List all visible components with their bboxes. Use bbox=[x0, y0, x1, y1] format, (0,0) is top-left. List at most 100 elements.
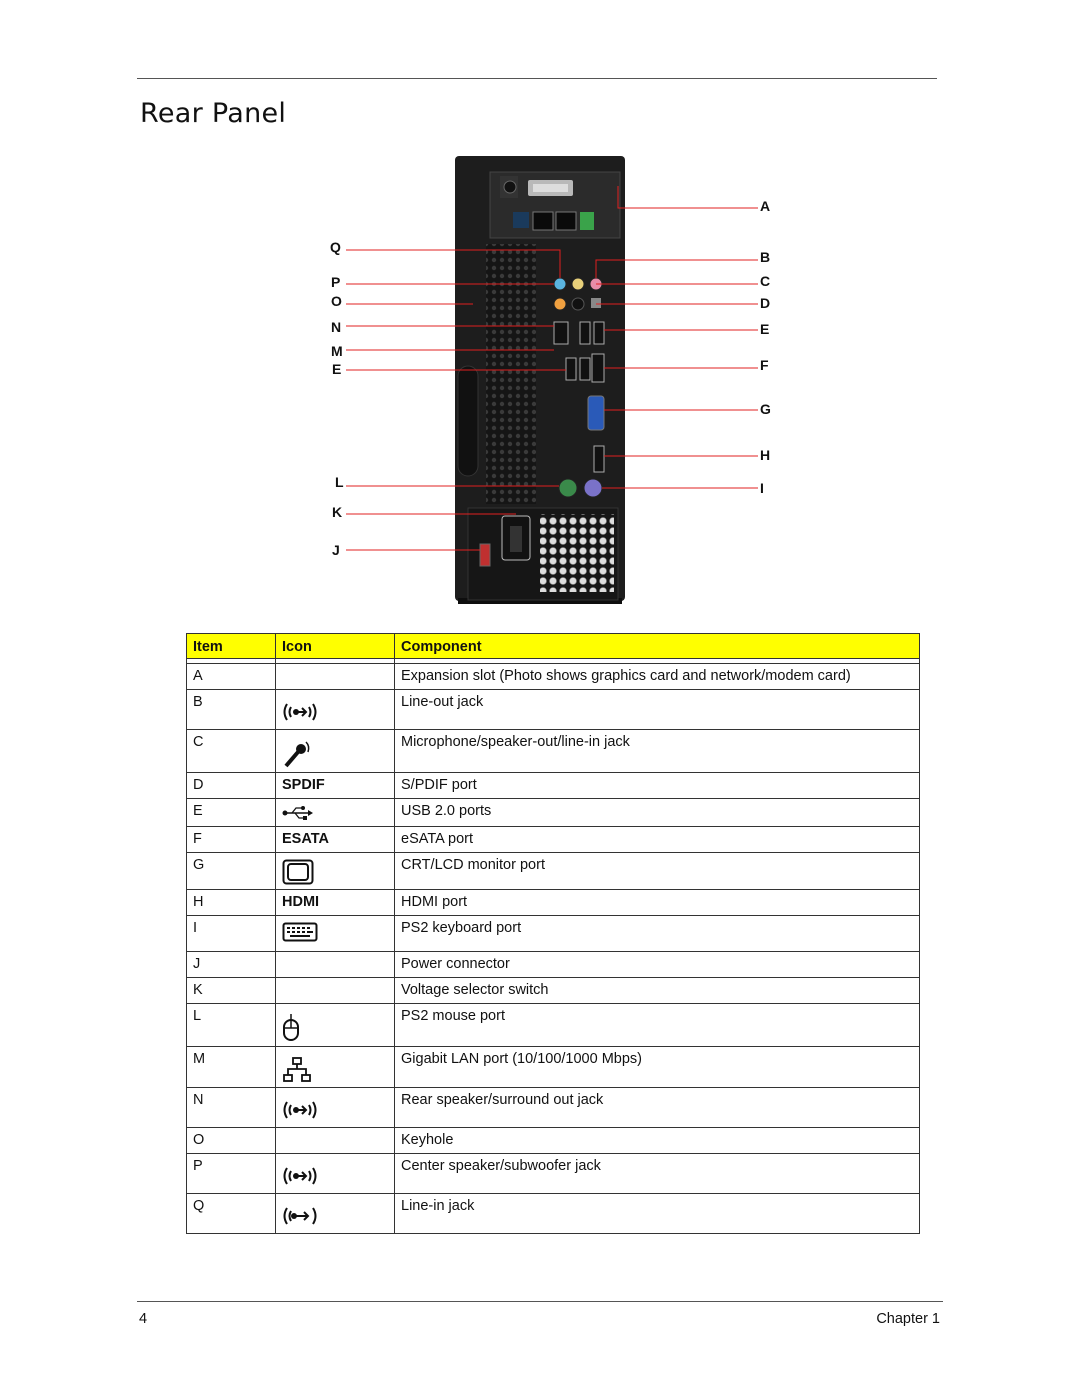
table-row: B Line-out jack bbox=[186, 689, 920, 730]
page-title: Rear Panel bbox=[140, 98, 287, 129]
cell-icon: HDMI bbox=[275, 889, 395, 916]
cell-icon bbox=[275, 729, 395, 773]
cell-item: K bbox=[186, 977, 276, 1004]
header-icon: Icon bbox=[275, 633, 395, 659]
icon-label: ESATA bbox=[282, 831, 329, 847]
component-table: Item Icon Component A Expansion slot (Pho… bbox=[186, 633, 920, 1234]
table-row: J Power connector bbox=[186, 951, 920, 978]
header-rule bbox=[137, 78, 937, 79]
callout-g: G bbox=[760, 401, 771, 417]
header-item: Item bbox=[186, 633, 276, 659]
table-row: N Rear speaker/surround out jack bbox=[186, 1087, 920, 1128]
cell-icon bbox=[275, 852, 395, 890]
cell-item: N bbox=[186, 1087, 276, 1128]
cell-icon bbox=[275, 1046, 395, 1088]
callout-d: D bbox=[760, 295, 771, 311]
callout-n: N bbox=[331, 319, 342, 335]
cell-item: E bbox=[186, 798, 276, 827]
vent-grid bbox=[486, 244, 536, 504]
cell-icon bbox=[275, 1193, 395, 1234]
cell-component: HDMI port bbox=[394, 889, 920, 916]
table-row: C Microphone/speaker-out/line-in jack bbox=[186, 729, 920, 773]
mouse-icon bbox=[282, 1014, 300, 1046]
cell-icon: SPDIF bbox=[275, 772, 395, 799]
cell-component: Keyhole bbox=[394, 1127, 920, 1154]
callout-e-left: E bbox=[332, 361, 342, 377]
callout-o: O bbox=[331, 293, 342, 309]
callout-i: I bbox=[760, 480, 764, 496]
cell-icon bbox=[275, 1003, 395, 1047]
cell-item: C bbox=[186, 729, 276, 773]
table-row: I PS2 keyboard port bbox=[186, 915, 920, 952]
header-component: Component bbox=[394, 633, 920, 659]
table-row: O Keyhole bbox=[186, 1127, 920, 1154]
cell-icon bbox=[275, 951, 395, 978]
cell-icon bbox=[275, 977, 395, 1004]
callout-e-right: E bbox=[760, 321, 770, 337]
table-row: G CRT/LCD monitor port bbox=[186, 852, 920, 890]
icon-label: SPDIF bbox=[282, 777, 325, 793]
table-header-row: Item Icon Component bbox=[186, 633, 920, 659]
cell-item: L bbox=[186, 1003, 276, 1047]
cell-component: CRT/LCD monitor port bbox=[394, 852, 920, 890]
cell-item: M bbox=[186, 1046, 276, 1088]
line-in-icon bbox=[282, 1204, 318, 1232]
cell-item: H bbox=[186, 889, 276, 916]
cell-component: Expansion slot (Photo shows graphics car… bbox=[394, 663, 920, 690]
callout-h: H bbox=[760, 447, 771, 463]
cell-item: D bbox=[186, 772, 276, 799]
callout-b: B bbox=[760, 249, 771, 265]
network-icon bbox=[282, 1057, 312, 1087]
cell-item: A bbox=[186, 663, 276, 690]
table-row: L PS2 mouse port bbox=[186, 1003, 920, 1047]
callout-l: L bbox=[335, 474, 344, 490]
cell-component: Microphone/speaker-out/line-in jack bbox=[394, 729, 920, 773]
cell-component: Line-in jack bbox=[394, 1193, 920, 1234]
callout-k: K bbox=[332, 504, 343, 520]
cell-icon bbox=[275, 1153, 395, 1194]
table-row: K Voltage selector switch bbox=[186, 977, 920, 1004]
icon-label: HDMI bbox=[282, 894, 320, 910]
page-number: 4 bbox=[139, 1311, 148, 1327]
cell-item: O bbox=[186, 1127, 276, 1154]
cell-item: I bbox=[186, 915, 276, 952]
cell-component: USB 2.0 ports bbox=[394, 798, 920, 827]
cell-item: J bbox=[186, 951, 276, 978]
table-row: H HDMI HDMI port bbox=[186, 889, 920, 916]
table-row: E USB 2.0 ports bbox=[186, 798, 920, 827]
cell-icon bbox=[275, 1127, 395, 1154]
cell-item: G bbox=[186, 852, 276, 890]
cell-item: F bbox=[186, 826, 276, 853]
cell-item: B bbox=[186, 689, 276, 730]
cell-component: PS2 mouse port bbox=[394, 1003, 920, 1047]
callout-a: A bbox=[760, 198, 771, 214]
cell-icon bbox=[275, 915, 395, 952]
rear-panel-illustration bbox=[346, 156, 758, 604]
cell-component: Center speaker/subwoofer jack bbox=[394, 1153, 920, 1194]
cell-icon bbox=[275, 689, 395, 730]
table-row: D SPDIF S/PDIF port bbox=[186, 772, 920, 799]
table-row: Q Line-in jack bbox=[186, 1193, 920, 1234]
cell-component: Gigabit LAN port (10/100/1000 Mbps) bbox=[394, 1046, 920, 1088]
monitor-icon bbox=[282, 859, 314, 889]
cell-component: S/PDIF port bbox=[394, 772, 920, 799]
callout-f: F bbox=[760, 357, 769, 373]
rear-panel-figure: Q P O N M E L K J A B C D E F G H I bbox=[258, 136, 818, 626]
line-out-icon bbox=[282, 700, 318, 728]
cell-component: Line-out jack bbox=[394, 689, 920, 730]
cell-icon bbox=[275, 663, 395, 690]
cell-item: Q bbox=[186, 1193, 276, 1234]
callout-j: J bbox=[332, 542, 340, 558]
callout-m: M bbox=[331, 343, 343, 359]
cell-component: Voltage selector switch bbox=[394, 977, 920, 1004]
table-row: M Gigabit LAN port (10/100/1000 Mbps) bbox=[186, 1046, 920, 1088]
cell-component: Rear speaker/surround out jack bbox=[394, 1087, 920, 1128]
cell-component: Power connector bbox=[394, 951, 920, 978]
footer-rule bbox=[137, 1301, 943, 1302]
callout-p: P bbox=[331, 274, 341, 290]
callout-c: C bbox=[760, 273, 771, 289]
cell-component: PS2 keyboard port bbox=[394, 915, 920, 952]
cell-icon bbox=[275, 798, 395, 827]
cell-icon bbox=[275, 1087, 395, 1128]
